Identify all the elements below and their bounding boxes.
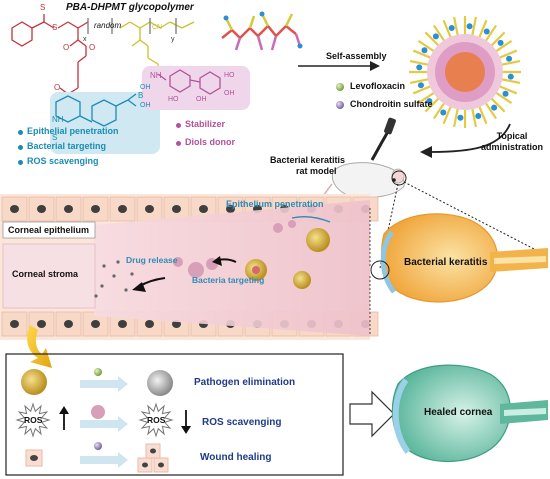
polymer-cartoon bbox=[221, 11, 303, 51]
atom-oh2: OH bbox=[140, 102, 151, 109]
corneal-stroma-label: Corneal stroma bbox=[12, 269, 79, 279]
atom-ho1: HO bbox=[168, 96, 179, 103]
bullet-dot bbox=[176, 123, 181, 128]
bullet-dot bbox=[176, 141, 181, 146]
atom-oh4: OH bbox=[224, 90, 235, 97]
levofloxacin-marker bbox=[336, 83, 344, 91]
atom-s1: S bbox=[40, 3, 46, 12]
phenylboronic-box bbox=[50, 92, 160, 154]
healed-eye bbox=[391, 364, 548, 463]
administration-arrow bbox=[420, 123, 511, 158]
drug-release-label: Drug release bbox=[126, 255, 178, 265]
bacteria-targeting-label: Bacteria targeting bbox=[192, 275, 265, 285]
stroma-particles bbox=[94, 215, 331, 298]
feature-epithelial-penetration: Epithelial penetration bbox=[27, 126, 119, 136]
feature-ros-scavenging: ROS scavenging bbox=[27, 156, 99, 166]
atom-s3: S bbox=[52, 133, 58, 142]
self-assembly-label: Self-assembly bbox=[326, 51, 387, 61]
atom-nh1: NH bbox=[150, 71, 162, 80]
bullet-dot bbox=[18, 160, 23, 165]
lactose-box bbox=[142, 66, 250, 110]
atom-nh2: NH bbox=[52, 115, 64, 124]
atom-oh3: OH bbox=[196, 96, 207, 103]
atom-o1: O bbox=[63, 43, 70, 52]
healed-cornea-label: Healed cornea bbox=[424, 407, 493, 418]
atom-s2: S bbox=[52, 23, 58, 32]
outcome-ros-scavenging: ROS scavenging bbox=[202, 417, 282, 428]
legend-chondroitin-sulfate: Chondroitin sulfate bbox=[350, 99, 433, 109]
subscript-y: y bbox=[171, 36, 175, 43]
chondroitin-marker bbox=[336, 101, 344, 109]
outcome-wound-healing: Wound healing bbox=[200, 452, 272, 463]
outcome-row-healing bbox=[25, 442, 169, 473]
outcome-row-pathogen bbox=[21, 368, 173, 396]
feature-stabilizer: Stabilizer bbox=[185, 119, 226, 129]
feature-diols-donor: Diols donor bbox=[185, 137, 235, 147]
bullet-dot bbox=[18, 130, 23, 135]
outcome-pathogen-elimination: Pathogen elimination bbox=[194, 377, 296, 388]
atom-o3: O bbox=[54, 83, 61, 92]
self-assembly-arrow bbox=[298, 61, 380, 71]
atom-cn: CN bbox=[152, 24, 163, 31]
ros-label-right: ROS bbox=[147, 415, 166, 425]
rat-model-line1: Bacterial keratitis bbox=[270, 155, 346, 165]
administration-label: administration bbox=[480, 142, 543, 152]
nanoparticle bbox=[409, 16, 521, 128]
corneal-section bbox=[0, 194, 379, 340]
random-label: random bbox=[94, 21, 122, 30]
outcome-box bbox=[5, 353, 344, 476]
subscript-x: x bbox=[83, 36, 87, 43]
bullet-dot bbox=[18, 145, 23, 150]
corneal-epithelium-label: Corneal epithelium bbox=[8, 225, 90, 235]
bacterial-keratitis-label: Bacterial keratitis bbox=[404, 257, 488, 268]
atom-oh1: OH bbox=[140, 84, 151, 91]
atom-b: B bbox=[138, 91, 144, 100]
atom-ho2: HO bbox=[224, 72, 235, 79]
polymer-structure bbox=[11, 14, 195, 95]
rat-model-line2: rat model bbox=[296, 166, 337, 176]
hollow-arrow bbox=[349, 390, 395, 438]
epithelium-penetration-label: Epithelium penetration bbox=[226, 199, 324, 209]
outcome-row-ros bbox=[15, 402, 191, 438]
legend-levofloxacin: Levofloxacin bbox=[350, 81, 406, 91]
ros-label-left: ROS bbox=[24, 415, 43, 425]
diseased-eye bbox=[369, 206, 548, 334]
atom-o2: O bbox=[89, 43, 96, 52]
polymer-name: PBA-DHPMT glycopolymer bbox=[66, 2, 194, 13]
gold-curved-arrow bbox=[27, 325, 52, 368]
topical-label: Topical bbox=[496, 131, 528, 141]
feature-bacterial-targeting: Bacterial targeting bbox=[27, 141, 107, 151]
